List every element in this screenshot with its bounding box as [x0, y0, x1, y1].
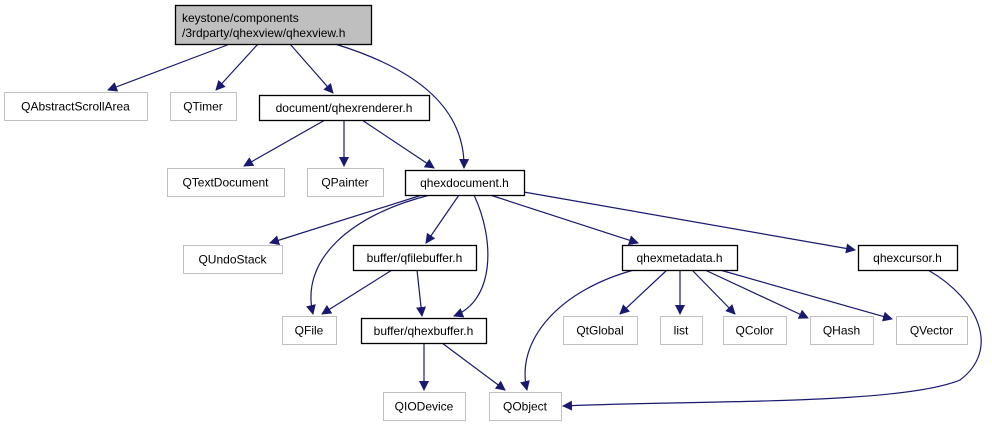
edge-qhexmetadata-to-QObject	[520, 269, 635, 391]
node-box	[810, 316, 874, 345]
edge-qhexview-to-qhexrenderer	[289, 43, 334, 94]
node-QVector: QVector	[896, 316, 968, 345]
node-box	[563, 316, 638, 345]
node-QTimer: QTimer	[170, 92, 237, 121]
node-QtGlobal: QtGlobal	[563, 316, 638, 345]
node-QFile: QFile	[282, 316, 337, 345]
edge-qhexrenderer-to-qhexdocument	[361, 119, 435, 169]
node-qhexbuffer[interactable]: buffer/qhexbuffer.h	[360, 317, 488, 345]
edge-qhexdocument-to-qhexcursor	[517, 190, 856, 254]
edge-qhexdocument-to-qhexbuffer	[453, 194, 489, 318]
node-label: document/qhexrenderer.h	[276, 101, 413, 115]
node-QHash: QHash	[810, 316, 874, 345]
node-QObject: QObject	[489, 392, 562, 421]
node-qhexcursor[interactable]: qhexcursor.h	[857, 244, 959, 272]
edge-qhexdocument-to-QFile	[306, 194, 431, 315]
edge-qhexmetadata-to-QColor	[691, 269, 736, 315]
edge-qhexcursor-to-QObject	[562, 269, 982, 411]
node-label: QTextDocument	[182, 176, 269, 190]
node-qhexrenderer[interactable]: document/qhexrenderer.h	[258, 94, 431, 122]
node-QTextDocument: QTextDocument	[167, 168, 285, 197]
node-label: QtGlobal	[576, 324, 623, 338]
node-box	[360, 317, 488, 345]
node-box	[170, 92, 237, 121]
node-box	[352, 244, 478, 272]
node-box	[167, 168, 285, 197]
node-label: QFile	[295, 324, 324, 338]
node-box	[857, 244, 959, 272]
edge-qhexdocument-to-qfilebuffer	[425, 194, 460, 244]
node-box	[4, 92, 148, 121]
node-QAbstractScrollArea: QAbstractScrollArea	[4, 92, 148, 121]
node-box	[404, 169, 526, 197]
edge-qhexview-to-qhexdocument	[334, 43, 470, 169]
node-QColor: QColor	[723, 316, 787, 345]
node-label: buffer/qhexbuffer.h	[374, 324, 474, 338]
node-label: list	[674, 324, 689, 338]
node-box	[723, 316, 787, 345]
node-box	[896, 316, 968, 345]
edge-qfilebuffer-to-qhexbuffer	[416, 269, 426, 317]
node-label: qhexmetadata.h	[636, 251, 722, 265]
node-label: QIODevice	[395, 400, 454, 414]
node-label: qhexcursor.h	[873, 251, 942, 265]
node-label: keystone/components	[182, 11, 299, 25]
node-box	[174, 4, 373, 46]
node-label: QAbstractScrollArea	[21, 100, 130, 114]
node-QUndoStack: QUndoStack	[183, 245, 283, 274]
node-box	[282, 316, 337, 345]
edges-layer	[107, 43, 982, 411]
edge-qhexmetadata-to-QtGlobal	[619, 269, 668, 315]
node-box	[489, 392, 562, 421]
node-box	[183, 245, 283, 274]
node-label: qhexdocument.h	[420, 176, 509, 190]
node-label: buffer/qfilebuffer.h	[367, 251, 463, 265]
node-qhexdocument[interactable]: qhexdocument.h	[404, 169, 526, 197]
node-QIODevice: QIODevice	[383, 392, 466, 421]
node-box	[660, 316, 703, 345]
edge-qhexdocument-to-qhexmetadata	[489, 194, 639, 245]
node-list: list	[660, 316, 703, 345]
edge-qhexview-to-QTimer	[215, 43, 259, 91]
nodes-layer: keystone/components/3rdparty/qhexview/qh…	[4, 4, 968, 421]
edge-qhexrenderer-to-QTextDocument	[243, 119, 326, 167]
node-box	[383, 392, 466, 421]
edge-qhexmetadata-to-QVector	[719, 269, 893, 322]
edge-qhexbuffer-to-QObject	[441, 342, 506, 391]
node-box	[258, 94, 431, 122]
edge-qhexmetadata-to-QHash	[704, 269, 809, 319]
node-box	[307, 168, 384, 197]
edge-qfilebuffer-to-QFile	[321, 269, 393, 315]
node-qfilebuffer[interactable]: buffer/qfilebuffer.h	[352, 244, 478, 272]
node-box	[621, 244, 739, 272]
node-label: /3rdparty/qhexview/qhexview.h	[182, 26, 345, 40]
node-label: QHash	[823, 324, 860, 338]
node-label: QColor	[735, 324, 773, 338]
node-QPainter: QPainter	[307, 168, 384, 197]
node-qhexmetadata[interactable]: qhexmetadata.h	[621, 244, 739, 272]
node-qhexview[interactable]: keystone/components/3rdparty/qhexview/qh…	[174, 4, 373, 46]
node-label: QObject	[503, 400, 548, 414]
edge-qhexview-to-QAbstractScrollArea	[107, 43, 231, 92]
node-label: QVector	[910, 324, 953, 338]
edge-qhexdocument-to-QUndoStack	[269, 194, 423, 246]
node-label: QTimer	[183, 100, 223, 114]
node-label: QPainter	[321, 176, 368, 190]
node-label: QUndoStack	[198, 253, 267, 267]
